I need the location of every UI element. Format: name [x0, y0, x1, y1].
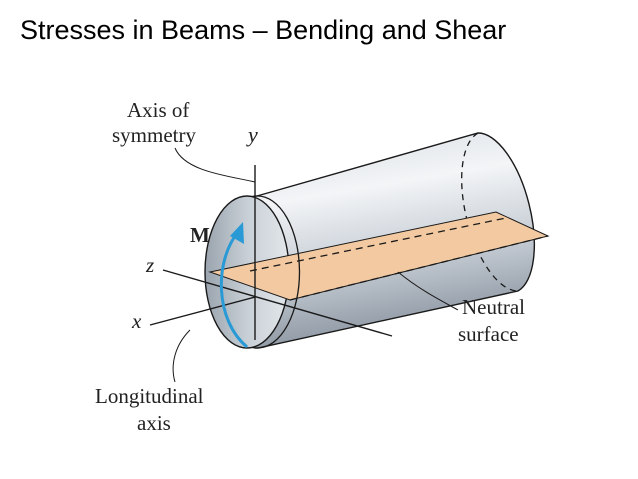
x-axis-line: [149, 296, 256, 326]
label-neutral-surface-1: Neutral: [462, 295, 525, 319]
axis-of-symmetry-leader: [174, 147, 256, 183]
label-moment: M: [190, 223, 210, 247]
label-y-axis: y: [246, 122, 258, 147]
label-neutral-surface-2: surface: [458, 322, 519, 346]
neutral-surface-dashed-edge: [249, 217, 507, 272]
moment-arrow: [219, 231, 248, 349]
moment-arrowhead: [230, 222, 244, 244]
label-x-axis: x: [131, 309, 142, 333]
label-z-axis: z: [145, 253, 154, 277]
label-axis-of-symmetry-1: Axis of: [127, 98, 189, 122]
neutral-surface-leader: [397, 271, 459, 311]
label-axis-of-symmetry-2: symmetry: [112, 123, 196, 147]
label-longitudinal-axis-2: axis: [137, 411, 171, 435]
label-longitudinal-axis-1: Longitudinal: [95, 384, 204, 408]
neutral-surface-dashed-edge-2: [289, 235, 549, 301]
longitudinal-axis-leader: [172, 329, 191, 383]
beam-end-rim: [256, 195, 301, 349]
slide-title: Stresses in Beams – Bending and Shear: [20, 15, 507, 45]
z-axis-line: [162, 269, 393, 337]
